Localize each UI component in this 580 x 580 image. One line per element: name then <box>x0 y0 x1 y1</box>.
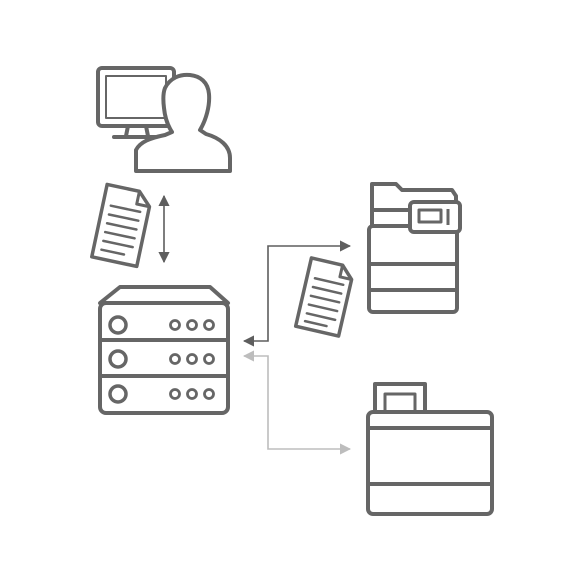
document-icon <box>293 256 354 338</box>
server-mfp-arrow <box>242 240 352 347</box>
person-icon <box>134 72 232 173</box>
printer-icon <box>366 382 494 516</box>
multifunction-printer-icon <box>367 182 462 314</box>
server-printer-arrow <box>242 350 352 455</box>
document-icon <box>90 182 152 269</box>
user-workstation-icon <box>96 66 232 173</box>
server-rack-icon <box>98 285 230 415</box>
